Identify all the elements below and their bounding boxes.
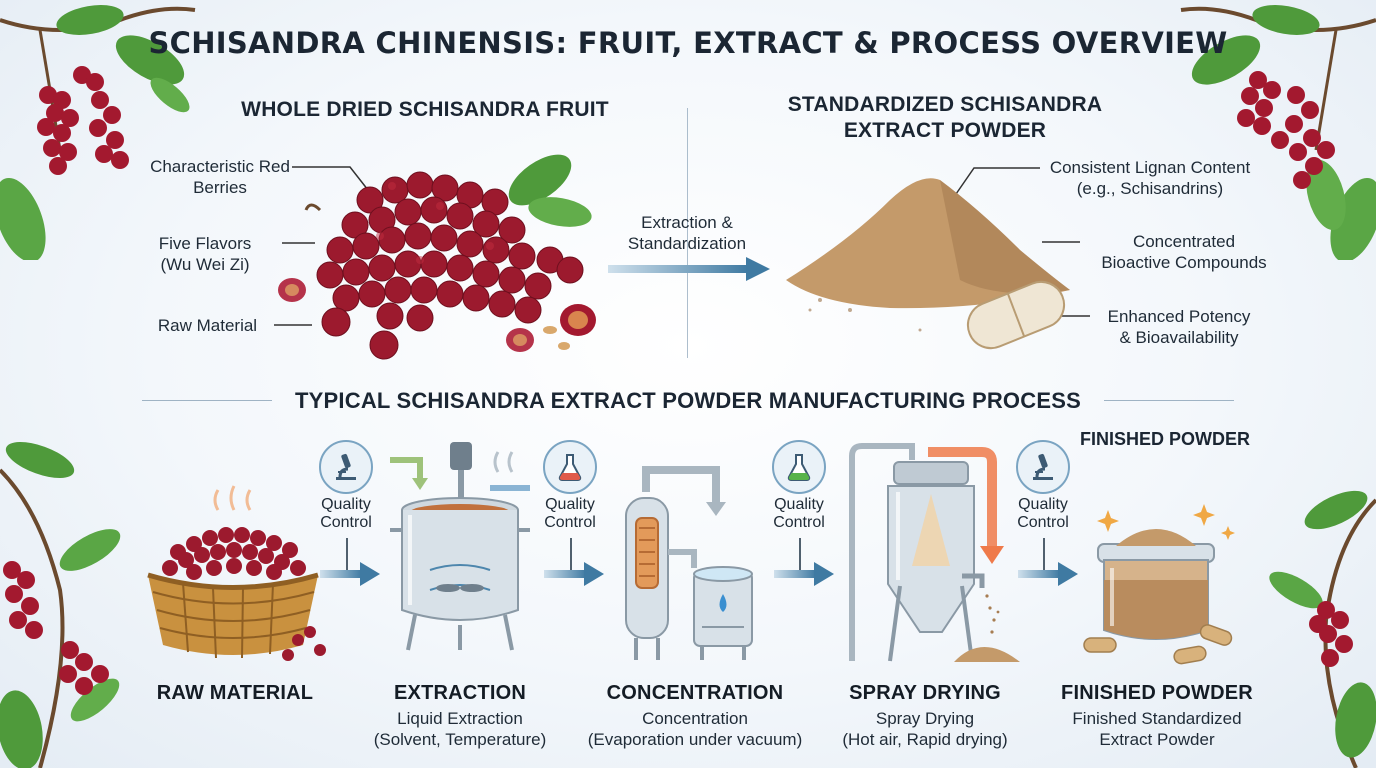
callout-lignan-line2: (e.g., Schisandrins) (1076, 179, 1224, 198)
capsule-icon (966, 280, 1066, 350)
microscope-icon (1033, 453, 1053, 480)
qc-label-4: Quality Control (1003, 496, 1083, 532)
process-heading: TYPICAL SCHISANDRA EXTRACT POWDER MANUFA… (295, 388, 1081, 413)
callout-bioactive: Concentrated Bioactive Compounds (1086, 231, 1282, 273)
step-extraction-desc2: (Solvent, Temperature) (373, 730, 547, 749)
heading-rule-right (1104, 400, 1234, 401)
qc-label-3-line2: Control (773, 514, 825, 531)
step-spray-drying-desc: Spray Drying (Hot air, Rapid drying) (820, 708, 1030, 750)
qc-line-3 (799, 538, 801, 574)
powder-pile-illustration (786, 167, 1090, 350)
callout-lignan: Consistent Lignan Content (e.g., Schisan… (1030, 157, 1270, 199)
step-finished-powder-name: FINISHED POWDER (1061, 682, 1253, 704)
callout-red-berries: Characteristic Red Berries (150, 157, 290, 197)
fruit-heading: WHOLE DRIED SCHISANDRA FRUIT (241, 98, 609, 121)
concentration-illustration (625, 466, 753, 660)
branch-bottom-right (1269, 490, 1376, 768)
step-spray-drying-name: SPRAY DRYING (849, 682, 1001, 704)
step-finished-powder-desc: Finished Standardized Extract Powder (1052, 708, 1262, 750)
callout-potency-line2: & Bioavailability (1119, 328, 1239, 347)
qc-label-3-line1: Quality (774, 496, 824, 513)
step-extraction-desc1: Liquid Extraction (397, 709, 523, 728)
microscope-icon (336, 453, 356, 480)
spray-dryer-illustration (849, 443, 1020, 662)
section-divider (687, 108, 688, 358)
step-concentration-desc2: (Evaporation under vacuum) (587, 730, 803, 749)
arrow-right-icon (774, 562, 834, 586)
step-concentration-desc: Concentration (Evaporation under vacuum) (570, 708, 820, 750)
qc-label-2: Quality Control (530, 496, 610, 532)
sparkle-icon (1097, 504, 1235, 540)
qc-marker-3 (772, 440, 826, 494)
finished-jar-illustration (1083, 504, 1235, 665)
qc-label-2-line2: Control (544, 514, 596, 531)
step-finished-powder-desc1: Finished Standardized (1072, 709, 1242, 728)
arrow-right-icon (320, 562, 380, 586)
callout-potency-line1: Enhanced Potency (1107, 307, 1251, 326)
qc-label-2-line1: Quality (545, 496, 595, 513)
arrow-right-icon (608, 257, 770, 281)
branch-top-right (1180, 5, 1376, 260)
step-finished-powder-desc2: Extract Powder (1099, 730, 1215, 749)
qc-marker-2 (543, 440, 597, 494)
flask-icon (558, 454, 582, 481)
capsule-icon (1083, 624, 1233, 665)
callout-bioactive-line1: Concentrated (1132, 232, 1236, 251)
qc-marker-1 (319, 440, 373, 494)
qc-label-1: Quality Control (306, 496, 386, 532)
qc-label-4-line2: Control (1017, 514, 1069, 531)
step-raw-material-name: RAW MATERIAL (156, 682, 314, 704)
main-title: SCHISANDRA CHINENSIS: FRUIT, EXTRACT & P… (148, 26, 1228, 60)
step-concentration-name: CONCENTRATION (606, 682, 784, 704)
step-extraction-name: EXTRACTION (394, 682, 526, 704)
qc-label-4-line1: Quality (1018, 496, 1068, 513)
extract-heading: STANDARDIZED SCHISANDRA EXTRACT POWDER (760, 92, 1130, 144)
leaf-icon (508, 154, 572, 206)
qc-label-1-line1: Quality (321, 496, 371, 513)
callout-raw-material: Raw Material (157, 316, 258, 335)
branch-top-left (0, 5, 196, 260)
flask-icon (787, 454, 811, 481)
qc-line-1 (346, 538, 348, 574)
callout-five-flavors: Five Flavors (Wu Wei Zi) (158, 234, 252, 274)
transition-label: Extraction & Standardization (627, 213, 747, 253)
qc-line-4 (1043, 538, 1045, 574)
qc-label-1-line2: Control (320, 514, 372, 531)
qc-line-2 (570, 538, 572, 574)
extract-heading-line1: STANDARDIZED SCHISANDRA (787, 93, 1103, 116)
branch-bottom-left (0, 441, 121, 768)
callout-potency: Enhanced Potency & Bioavailability (1096, 306, 1262, 348)
callout-bioactive-line2: Bioactive Compounds (1101, 253, 1267, 272)
extraction-tank-illustration (390, 442, 530, 651)
step-concentration-desc1: Concentration (642, 709, 748, 728)
callout-lignan-line1: Consistent Lignan Content (1049, 158, 1251, 177)
step-spray-drying-desc1: Spray Drying (875, 709, 975, 728)
berry-pile-illustration (274, 154, 596, 360)
finished-powder-top-label: FINISHED POWDER (1079, 429, 1250, 449)
arrow-right-icon (544, 562, 604, 586)
heading-rule-left (142, 400, 272, 401)
qc-marker-4 (1016, 440, 1070, 494)
extract-heading-line2: EXTRACT POWDER (843, 119, 1047, 142)
qc-label-3: Quality Control (759, 496, 839, 532)
basket-illustration (147, 485, 326, 661)
step-spray-drying-desc2: (Hot air, Rapid drying) (842, 730, 1008, 749)
arrow-right-icon (1018, 562, 1078, 586)
step-extraction-desc: Liquid Extraction (Solvent, Temperature) (350, 708, 570, 750)
